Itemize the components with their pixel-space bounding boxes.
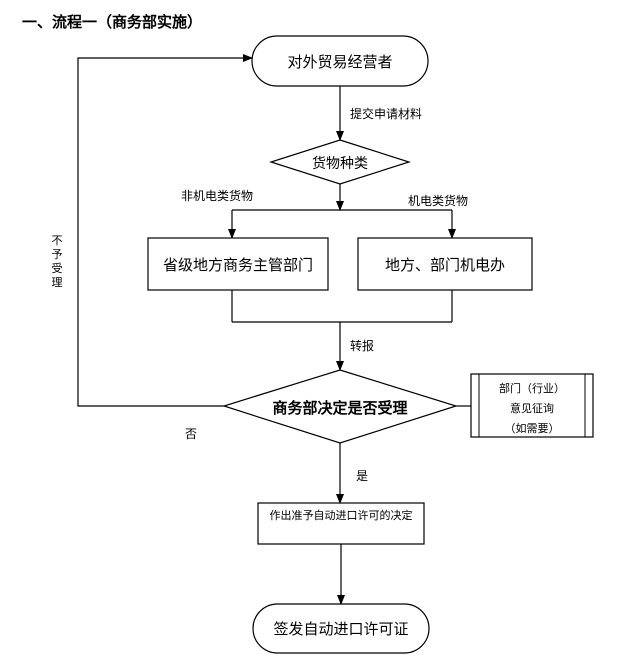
consult-line3: （如需要） xyxy=(505,421,560,435)
reject-char-3: 受 xyxy=(52,262,63,275)
provincial-dept-label: 省级地方商务主管部门 xyxy=(163,256,313,274)
reject-char-4: 理 xyxy=(52,276,63,289)
reject-label: 不 予 受 理 xyxy=(52,234,63,289)
page-title: 一、流程一（商务部实施） xyxy=(22,13,202,31)
electro-label: 机电类货物 xyxy=(408,193,468,208)
yes-label: 是 xyxy=(356,469,368,483)
non-electro-label: 非机电类货物 xyxy=(181,188,253,203)
forward-label: 转报 xyxy=(350,338,374,353)
consult-line1: 部门（行业） xyxy=(499,381,565,395)
operator-label: 对外贸易经营者 xyxy=(287,53,392,71)
consult-box xyxy=(470,373,594,438)
local-office-label: 地方、部门机电办 xyxy=(385,256,505,274)
submit-label: 提交申请材料 xyxy=(350,106,422,121)
reject-char-2: 予 xyxy=(52,248,63,261)
goods-type-label: 货物种类 xyxy=(312,155,368,172)
arrow-reject-loop xyxy=(77,54,253,407)
local-office-box xyxy=(357,237,533,291)
provincial-dept-box xyxy=(147,237,329,291)
mofcom-decision-label: 商务部决定是否受理 xyxy=(272,399,407,417)
approve-decision-label: 作出准予自动进口许可的决定 xyxy=(270,508,413,522)
issue-license-label: 签发自动进口许可证 xyxy=(273,620,408,638)
issue-license-node xyxy=(252,603,430,654)
consult-line2: 意见征询 xyxy=(510,401,554,415)
no-label: 否 xyxy=(185,427,197,441)
reject-char-1: 不 xyxy=(52,234,63,247)
